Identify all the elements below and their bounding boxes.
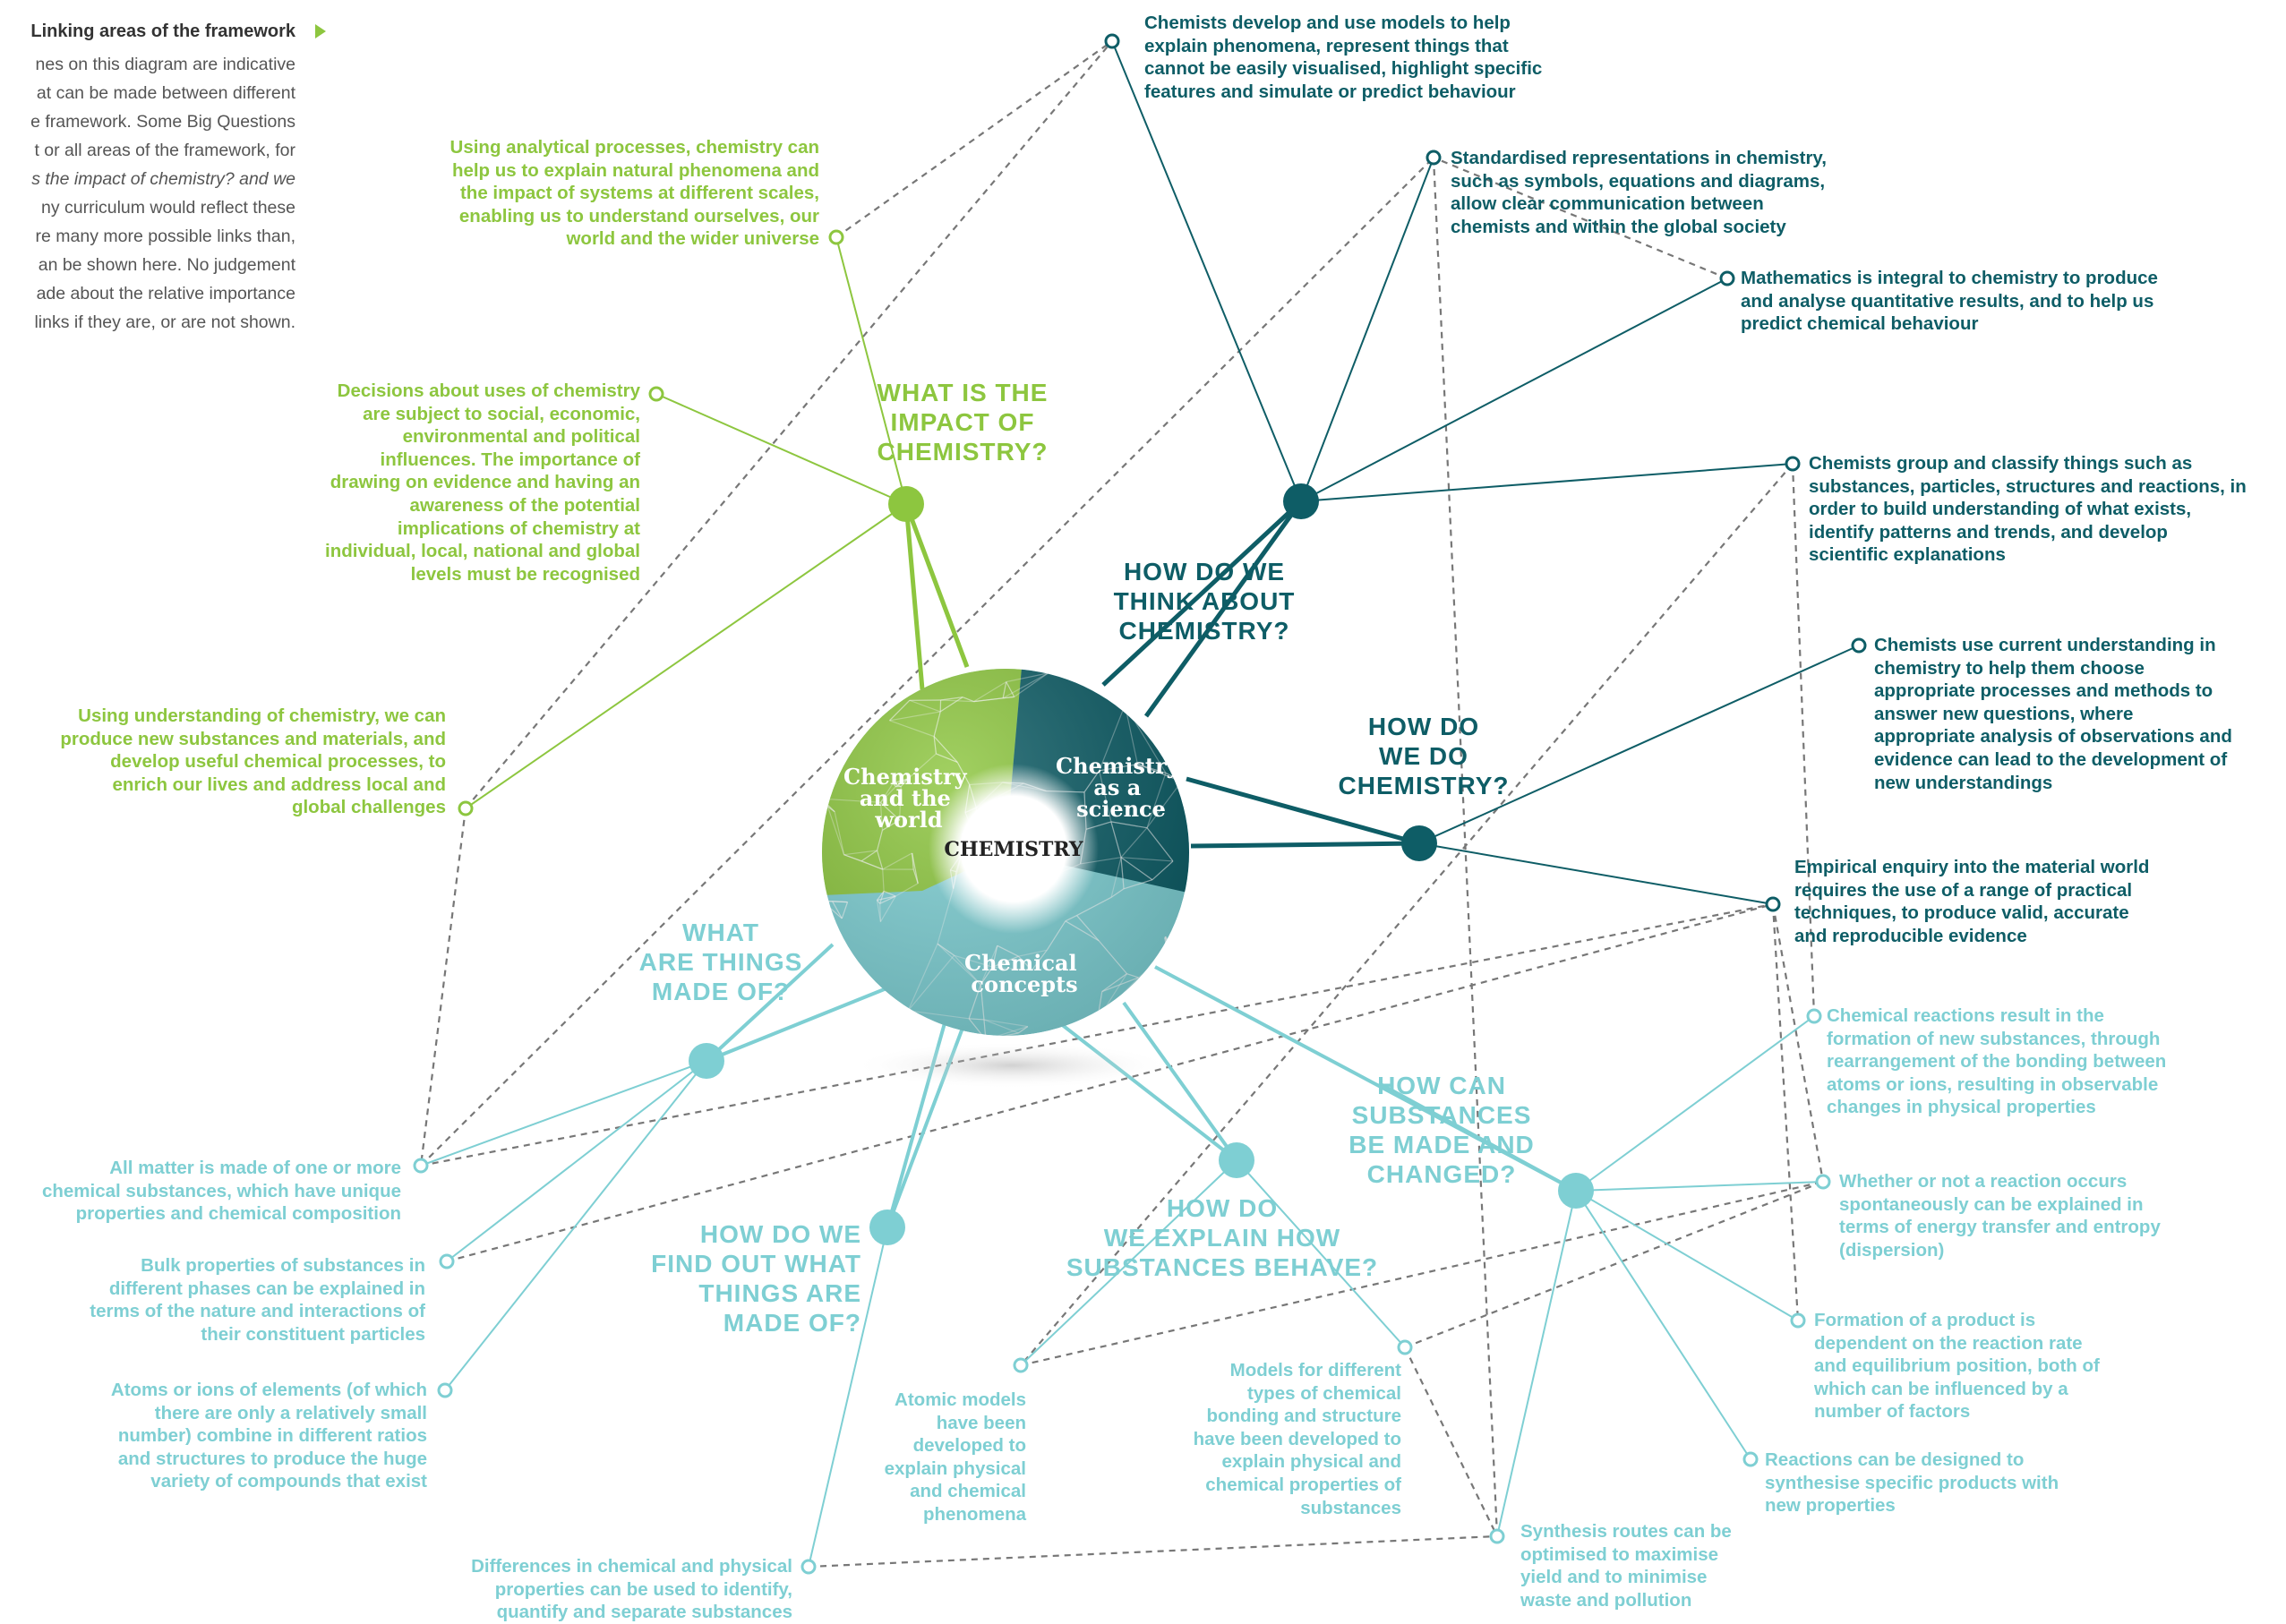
endpoint-circle [1106, 35, 1118, 47]
endpoint-circle [1744, 1453, 1757, 1466]
dashed-link [421, 808, 466, 1166]
info-line: s the impact of chemistry? and we [31, 169, 295, 189]
node-chemical-reactions: Chemical reactions result in the formati… [1827, 1004, 2239, 1119]
endpoint-circle [1817, 1175, 1829, 1188]
endpoint-circle [802, 1560, 815, 1573]
dashed-link [1405, 1347, 1497, 1536]
node-analytical-processes: Using analytical processes, chemistry ca… [295, 136, 819, 251]
node-bulk-properties: Bulk properties of substances in differe… [9, 1254, 425, 1346]
question-changed: HOW CAN SUBSTANCES BE MADE AND CHANGED? [1316, 1071, 1567, 1189]
hub-dot [869, 1209, 905, 1245]
endpoint-circle [1491, 1530, 1503, 1543]
hub-dot [689, 1043, 724, 1079]
node-atoms-ions: Atoms or ions of elements (of which ther… [9, 1379, 427, 1493]
question-think: HOW DO WE THINK ABOUT CHEMISTRY? [1092, 557, 1316, 645]
node-mathematics: Mathematics is integral to chemistry to … [1741, 267, 2242, 336]
link-line [1112, 41, 1301, 501]
node-empirical-enquiry: Empirical enquiry into the material worl… [1794, 856, 2242, 947]
node-atomic-models: Atomic models have been developed to exp… [806, 1389, 1026, 1526]
link-line [421, 1061, 706, 1166]
endpoint-circle [1792, 1314, 1804, 1327]
question-do: HOW DO WE DO CHEMISTRY? [1325, 712, 1522, 800]
question-find-out: HOW DO WE FIND OUT WHAT THINGS ARE MADE … [627, 1219, 861, 1338]
dashed-link [1773, 904, 1798, 1321]
endpoint-circle [1015, 1359, 1027, 1372]
link-line [1576, 1016, 1814, 1191]
link-line [1301, 158, 1434, 501]
endpoint-circle [1786, 457, 1799, 470]
node-new-substances: Using understanding of chemistry, we can… [9, 705, 446, 819]
endpoint-circle [1808, 1010, 1820, 1022]
link-line [1576, 1191, 1798, 1321]
node-differences-properties: Differences in chemical and physical pro… [376, 1555, 792, 1624]
question-impact: WHAT IS THE IMPACT OF CHEMISTRY? [837, 378, 1088, 466]
dashed-link [809, 1536, 1497, 1567]
hub-dot [1401, 825, 1437, 861]
spoke-line [1124, 1003, 1237, 1160]
endpoint-circle [1399, 1341, 1411, 1354]
dashed-link [836, 41, 1112, 237]
spoke-line [887, 1007, 949, 1227]
node-models: Chemists develop and use models to help … [1144, 12, 1646, 103]
core-label: CHEMISTRY [944, 838, 1083, 861]
info-line: an be shown here. No judgement [39, 255, 295, 275]
mesh-edge [821, 799, 827, 807]
sphere-shadow [851, 1042, 1173, 1089]
node-product-formation: Formation of a product is dependent on t… [1814, 1309, 2199, 1423]
node-current-understanding: Chemists use current understanding in ch… [1874, 634, 2282, 794]
node-representations: Standardised representations in chemistr… [1451, 147, 1952, 238]
info-line: e framework. Some Big Questions [30, 112, 295, 132]
chemistry-sphere: CHEMISTRY Chemistry and the world Chemis… [821, 627, 1200, 1039]
hub-dot [888, 486, 924, 522]
endpoint-circle [1767, 898, 1779, 910]
spoke-line [1191, 843, 1419, 846]
endpoint-circle [1427, 151, 1440, 164]
link-line [1301, 464, 1793, 501]
endpoint-circle [441, 1255, 453, 1268]
concepts-label: Chemical concepts [964, 950, 1084, 997]
info-line: ny curriculum would reflect these [41, 198, 295, 218]
endpoint-circle [1721, 272, 1734, 285]
info-line: t or all areas of the framework, for [34, 141, 295, 160]
hub-dot [1283, 483, 1319, 519]
dashed-link [1405, 1182, 1823, 1347]
endpoint-circle [650, 388, 663, 400]
info-line: ade about the relative importance [37, 284, 295, 303]
node-group-classify: Chemists group and classify things such … [1809, 452, 2283, 567]
info-arrow-icon [315, 24, 326, 38]
link-line [1301, 278, 1727, 501]
node-designed-reactions: Reactions can be designed to synthesise … [1765, 1449, 2150, 1517]
info-line: re many more possible links than, [36, 227, 295, 246]
node-synthesis-routes: Synthesis routes can be optimised to max… [1520, 1520, 1816, 1611]
question-made-of: WHAT ARE THINGS MADE OF? [627, 918, 815, 1006]
node-all-matter: All matter is made of one or more chemic… [0, 1157, 401, 1226]
link-line [1497, 1191, 1576, 1536]
mesh-edge [821, 799, 827, 807]
endpoint-circle [830, 231, 843, 244]
link-line [1576, 1191, 1751, 1459]
node-bonding-models: Models for different types of chemical b… [1119, 1359, 1401, 1519]
question-explain: HOW DO WE EXPLAIN HOW SUBSTANCES BEHAVE? [1057, 1193, 1388, 1282]
node-spontaneous-reaction: Whether or not a reaction occurs spontan… [1839, 1170, 2251, 1261]
endpoint-circle [1853, 639, 1865, 652]
hub-dot [1219, 1142, 1254, 1178]
endpoint-circle [459, 802, 472, 815]
node-decisions-uses: Decisions about uses of chemistry are su… [233, 380, 640, 585]
endpoint-circle [415, 1159, 427, 1172]
info-line: at can be made between different [37, 83, 295, 103]
info-line: links if they are, or are not shown. [34, 312, 295, 332]
endpoint-circle [439, 1384, 451, 1397]
spoke-line [1057, 1021, 1237, 1160]
link-line [1419, 843, 1773, 904]
info-line: nes on this diagram are indicative [36, 55, 296, 74]
info-title: Linking areas of the framework [0, 21, 295, 42]
info-body: nes on this diagram are indicative at ca… [0, 50, 295, 337]
